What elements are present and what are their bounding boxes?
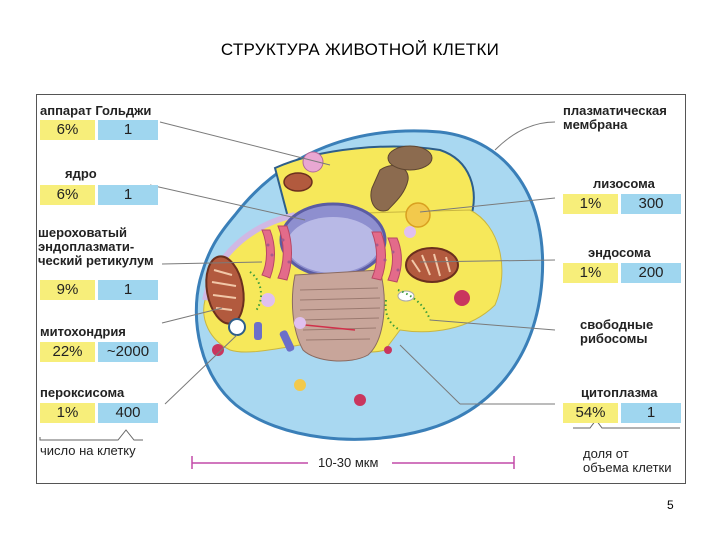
label-rough-er-line3: ческий ретикулум <box>38 253 154 268</box>
cytoplasm-percent: 54% <box>563 403 618 423</box>
peroxisome <box>228 318 246 336</box>
cytoplasm-count: 1 <box>621 403 681 423</box>
scale-label: 10-30 мкм <box>318 455 379 470</box>
legend-volume-fraction: доля от объема клетки <box>583 447 672 475</box>
mitochondrion-percent: 22% <box>40 342 95 362</box>
label-free-ribosomes-line1: свободные <box>580 317 654 332</box>
endosome-percent: 1% <box>563 263 618 283</box>
page-number: 5 <box>667 498 674 512</box>
endosome-count: 200 <box>621 263 681 283</box>
label-plasma-membrane-line1: плазматическая <box>563 103 667 118</box>
label-golgi: аппарат Гольджи <box>40 103 152 118</box>
label-nucleus: ядро <box>65 166 97 181</box>
page-title: СТРУКТУРА ЖИВОТНОЙ КЛЕТКИ <box>220 40 500 59</box>
legend-volume-fraction-line1: доля от <box>583 446 629 461</box>
peroxisome-count: 400 <box>98 403 158 423</box>
nucleus-body <box>291 269 385 362</box>
rough-er-count: 1 <box>98 280 158 300</box>
free-ribosomes <box>249 271 431 331</box>
label-rough-er: шероховатый эндоплазмати- ческий ретикул… <box>38 226 154 268</box>
rough-er-percent: 9% <box>40 280 95 300</box>
scale-bar <box>191 456 515 469</box>
label-free-ribosomes-line2: рибосомы <box>580 331 648 346</box>
nucleus-percent: 6% <box>40 185 95 205</box>
mitochondrion <box>283 172 313 192</box>
lysosome-percent: 1% <box>563 194 618 214</box>
legend-count-per-cell: число на клетку <box>40 443 136 458</box>
mitochondrion <box>405 247 459 283</box>
label-peroxisome: пероксисома <box>40 385 125 400</box>
label-plasma-membrane: плазматическая мембрана <box>563 104 667 132</box>
label-cytoplasm: цитоплазма <box>581 385 658 400</box>
label-endosome: эндосома <box>588 245 651 260</box>
golgi-count: 1 <box>98 120 158 140</box>
peroxisome-percent: 1% <box>40 403 95 423</box>
legend-volume-fraction-line2: объема клетки <box>583 460 672 475</box>
label-lysosome: лизосома <box>593 176 655 191</box>
nucleus-count: 1 <box>98 185 158 205</box>
label-plasma-membrane-line2: мембрана <box>563 117 628 132</box>
mitochondrion-count: ~2000 <box>98 342 158 362</box>
label-mitochondrion: митохондрия <box>40 324 126 339</box>
label-rough-er-line1: шероховатый <box>38 225 127 240</box>
lysosome-count: 300 <box>621 194 681 214</box>
lysosome <box>405 202 431 228</box>
label-rough-er-line2: эндоплазмати- <box>38 239 135 254</box>
golgi-percent: 6% <box>40 120 95 140</box>
label-free-ribosomes: свободные рибосомы <box>580 318 653 346</box>
